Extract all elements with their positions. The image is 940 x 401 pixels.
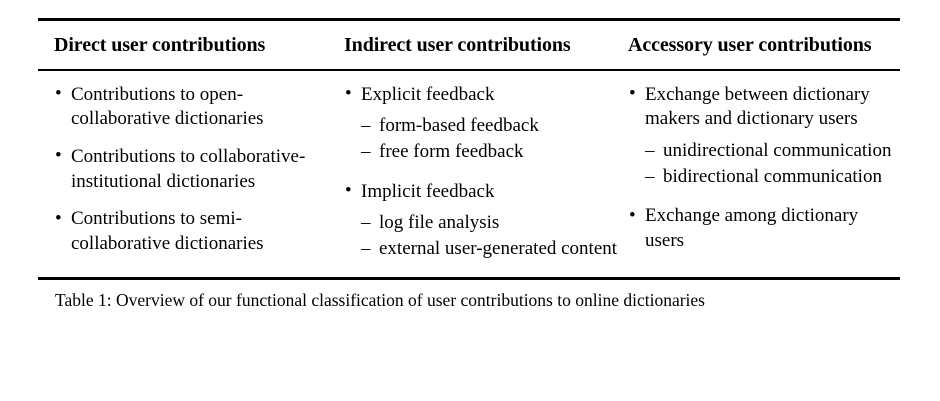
- list-item: • Contributions to open-collaborative di…: [54, 83, 336, 132]
- bullet-icon: •: [345, 83, 352, 105]
- table-top-rule: [38, 18, 900, 21]
- list-item: • Implicit feedback – log file analysis …: [344, 180, 618, 262]
- dash-icon: –: [645, 165, 655, 187]
- bullet-icon: •: [345, 180, 352, 202]
- list-item-label: Exchange among dictionary users: [645, 205, 859, 252]
- sub-list-item: – unidirectional communication: [645, 139, 900, 164]
- sub-list-item: – external user-generated content: [361, 237, 618, 262]
- list-item-label: Contributions to semi-collaborative dict…: [71, 208, 264, 255]
- list-item-label: Exchange between dictionary makers and d…: [645, 83, 870, 130]
- dash-icon: –: [361, 140, 371, 162]
- list-item-label: Contributions to collaborative-instituti…: [71, 145, 306, 192]
- bullet-list-accessory: • Exchange between dictionary makers and…: [628, 83, 900, 254]
- table-figure: Direct user contributions Indirect user …: [38, 18, 900, 311]
- list-item: • Exchange among dictionary users: [628, 204, 900, 253]
- sub-list: – unidirectional communication – bidirec…: [645, 139, 900, 189]
- bullet-icon: •: [629, 83, 636, 105]
- table-column-2-header-cell: Indirect user contributions: [336, 33, 618, 59]
- list-item-label: Implicit feedback: [361, 180, 495, 202]
- sub-list: – form-based feedback – free form feedba…: [361, 114, 618, 164]
- table-column-3-header-cell: Accessory user contributions: [618, 33, 900, 59]
- bullet-icon: •: [55, 207, 62, 229]
- sub-list-item-label: bidirectional communication: [663, 165, 882, 187]
- column-header-accessory: Accessory user contributions: [628, 34, 872, 56]
- dash-icon: –: [361, 115, 371, 137]
- bullet-icon: •: [629, 204, 636, 226]
- table-column-3-body-cell: • Exchange between dictionary makers and…: [618, 83, 900, 263]
- dash-icon: –: [361, 238, 371, 260]
- bullet-list-indirect: • Explicit feedback – form-based feedbac…: [344, 83, 618, 262]
- bullet-icon: •: [55, 145, 62, 167]
- bullet-list-direct: • Contributions to open-collaborative di…: [54, 83, 336, 257]
- column-header-indirect: Indirect user contributions: [344, 34, 571, 56]
- sub-list: – log file analysis – external user-gene…: [361, 211, 618, 261]
- dash-icon: –: [645, 139, 655, 161]
- table-body-row: • Contributions to open-collaborative di…: [38, 71, 900, 277]
- column-header-direct: Direct user contributions: [54, 34, 266, 56]
- sub-list-item: – bidirectional communication: [645, 165, 900, 190]
- dash-icon: –: [361, 212, 371, 234]
- list-item: • Contributions to collaborative-institu…: [54, 145, 336, 194]
- list-item-label: Contributions to open-collaborative dict…: [71, 83, 264, 130]
- sub-list-item-label: unidirectional communication: [663, 139, 892, 161]
- table-column-1-body-cell: • Contributions to open-collaborative di…: [38, 83, 336, 263]
- table-column-1-header-cell: Direct user contributions: [38, 33, 336, 59]
- list-item: • Exchange between dictionary makers and…: [628, 83, 900, 190]
- list-item: • Explicit feedback – form-based feedbac…: [344, 83, 618, 165]
- sub-list-item: – free form feedback: [361, 140, 618, 165]
- sub-list-item: – log file analysis: [361, 211, 618, 236]
- table-bottom-rule: [38, 276, 900, 280]
- table-header-rule: [38, 68, 900, 71]
- table-caption: Table 1: Overview of our functional clas…: [55, 289, 705, 310]
- bullet-icon: •: [55, 83, 62, 105]
- sub-list-item-label: free form feedback: [379, 140, 524, 162]
- list-item: • Contributions to semi-collaborative di…: [54, 207, 336, 256]
- table-header-row: Direct user contributions Indirect user …: [38, 21, 900, 69]
- list-item-label: Explicit feedback: [361, 83, 495, 105]
- sub-list-item: – form-based feedback: [361, 114, 618, 139]
- sub-list-item-label: form-based feedback: [379, 115, 539, 137]
- sub-list-item-label: external user-generated content: [379, 238, 618, 260]
- table-column-2-body-cell: • Explicit feedback – form-based feedbac…: [336, 83, 618, 263]
- sub-list-item-label: log file analysis: [379, 212, 500, 234]
